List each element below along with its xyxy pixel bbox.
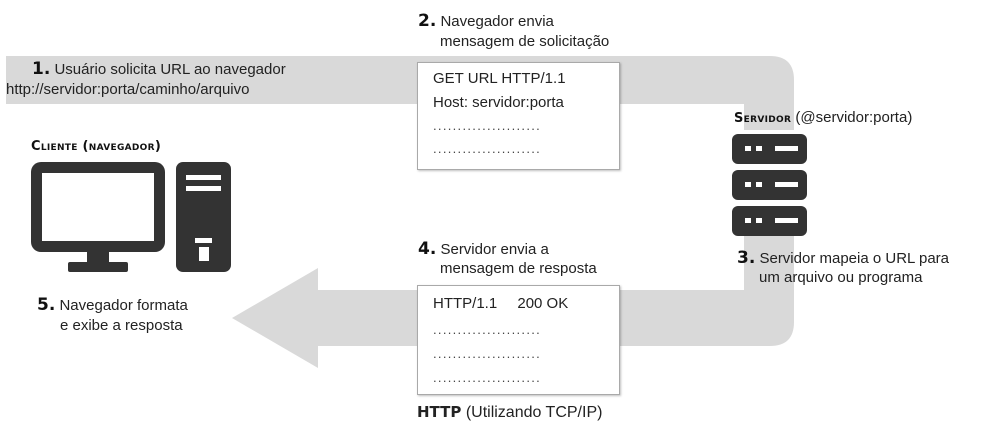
computer-tower-icon <box>176 162 231 272</box>
monitor-icon <box>31 162 165 272</box>
step-4-line1: Servidor envia a <box>440 241 549 258</box>
step-1-text: Usuário solicita URL ao navegador <box>54 61 286 78</box>
response-version: HTTP/1.1 <box>433 295 498 312</box>
step-1-label: 1. Usuário solicita URL ao navegador <box>32 60 286 79</box>
step-5-label: 5. Navegador formata <box>37 296 188 315</box>
step-2-label: 2. Navegador envia <box>418 12 554 31</box>
response-message-box: HTTP/1.1 200 OK ...................... .… <box>417 285 620 395</box>
request-dots-2: ...................... <box>433 141 542 156</box>
request-url: http://servidor:porta/caminho/arquivo <box>6 81 250 98</box>
step-3-line1: Servidor mapeia o URL para <box>759 250 950 267</box>
response-dots-2: ...................... <box>433 346 542 361</box>
step-4-line2: mensagem de resposta <box>440 260 597 277</box>
step-5-line2: e exibe a resposta <box>60 317 183 334</box>
server-label: Servidor (@servidor:porta) <box>734 108 912 128</box>
step-3-line2: um arquivo ou programa <box>759 269 923 286</box>
step-3-label: 3. Servidor mapeia o URL para <box>737 249 949 268</box>
protocol-detail: (Utilizando TCP/IP) <box>465 404 603 421</box>
server-icon <box>732 134 807 236</box>
protocol-name: HTTP <box>417 403 462 421</box>
step-2-line1: Navegador envia <box>440 13 554 30</box>
step-5-line1: Navegador formata <box>59 297 188 314</box>
step-5-number: 5. <box>37 295 56 315</box>
step-4-label: 4. Servidor envia a <box>418 240 549 259</box>
request-message-box: GET URL HTTP/1.1 Host: servidor:porta ..… <box>417 62 620 170</box>
step-4-number: 4. <box>418 239 437 259</box>
step-2-number: 2. <box>418 11 437 31</box>
response-status-code: 200 OK <box>517 295 569 312</box>
response-dots-1: ...................... <box>433 322 542 337</box>
request-line: GET URL HTTP/1.1 <box>433 70 566 87</box>
step-3-number: 3. <box>737 248 756 268</box>
server-address: (@servidor:porta) <box>795 109 913 126</box>
request-host-header: Host: servidor:porta <box>433 94 564 111</box>
response-dots-3: ...................... <box>433 370 542 385</box>
step-1-number: 1. <box>32 59 51 79</box>
step-2-line2: mensagem de solicitação <box>440 33 610 50</box>
server-title: Servidor <box>734 111 792 126</box>
response-arrowhead <box>232 268 318 368</box>
request-dots-1: ...................... <box>433 118 542 133</box>
client-label: Cliente (navegador) <box>31 139 162 154</box>
response-status-line: HTTP/1.1 200 OK <box>433 295 568 312</box>
protocol-label: HTTP (Utilizando TCP/IP) <box>417 403 602 422</box>
